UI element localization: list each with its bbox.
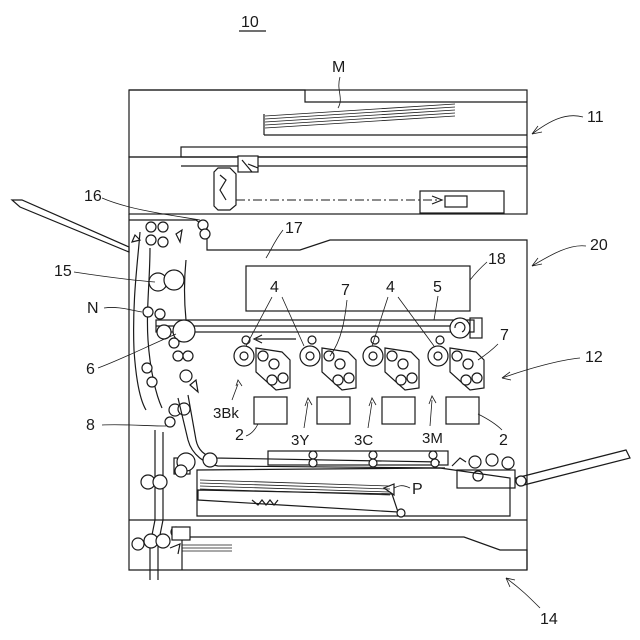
label-N: N bbox=[87, 300, 99, 317]
leader-20 bbox=[532, 246, 586, 266]
leader-5 bbox=[434, 296, 438, 320]
leader-4-right bbox=[372, 297, 434, 346]
paper-path bbox=[132, 220, 445, 580]
label-8: 8 bbox=[86, 417, 95, 434]
leader-3Bk bbox=[232, 380, 242, 400]
label-4-left: 4 bbox=[270, 279, 279, 296]
label-7-right: 7 bbox=[500, 327, 509, 344]
label-11: 11 bbox=[587, 109, 604, 126]
label-18: 18 bbox=[488, 251, 506, 268]
label-7-top: 7 bbox=[341, 282, 350, 299]
feed-unit bbox=[132, 527, 527, 570]
leader-14 bbox=[506, 578, 540, 608]
leader-3C bbox=[368, 398, 376, 428]
leader-3M bbox=[429, 396, 436, 426]
station-c bbox=[363, 336, 419, 424]
leader-16 bbox=[102, 198, 200, 220]
station-bk bbox=[234, 336, 290, 424]
leader-8 bbox=[102, 425, 166, 426]
leader-12 bbox=[502, 358, 580, 378]
station-y bbox=[300, 336, 356, 424]
label-6: 6 bbox=[86, 361, 95, 378]
leader-M bbox=[338, 77, 340, 108]
label-20: 20 bbox=[590, 237, 608, 254]
leader-11 bbox=[532, 116, 583, 134]
leader-17 bbox=[266, 230, 283, 258]
label-P: P bbox=[412, 481, 423, 498]
leader-7-right bbox=[478, 344, 498, 360]
leader-15 bbox=[74, 272, 155, 282]
leader-N bbox=[104, 307, 142, 312]
paper-cassette bbox=[197, 468, 510, 517]
figure-number: 10 bbox=[241, 14, 259, 31]
scanner-unit bbox=[129, 90, 527, 214]
label-14: 14 bbox=[540, 611, 558, 628]
label-12: 12 bbox=[585, 349, 603, 366]
manual-feed bbox=[452, 450, 630, 488]
label-3C: 3C bbox=[354, 432, 373, 449]
label-2-right: 2 bbox=[499, 432, 508, 449]
station-m bbox=[428, 336, 484, 424]
leader-P bbox=[394, 486, 410, 488]
label-3Y: 3Y bbox=[291, 432, 309, 449]
label-3M: 3M bbox=[422, 430, 443, 447]
label-2-left: 2 bbox=[235, 427, 244, 444]
leader-2-left bbox=[246, 424, 258, 436]
label-15: 15 bbox=[54, 263, 72, 280]
leader-6 bbox=[98, 334, 176, 368]
label-3Bk: 3Bk bbox=[213, 405, 239, 422]
leader-18 bbox=[470, 262, 487, 280]
label-4-right: 4 bbox=[386, 279, 395, 296]
leader-7-top bbox=[330, 300, 347, 356]
label-M: M bbox=[332, 59, 345, 76]
leader-2-right bbox=[478, 414, 502, 430]
leader-3Y bbox=[304, 398, 312, 428]
label-5: 5 bbox=[433, 279, 442, 296]
label-16: 16 bbox=[84, 188, 102, 205]
label-17: 17 bbox=[285, 220, 303, 237]
